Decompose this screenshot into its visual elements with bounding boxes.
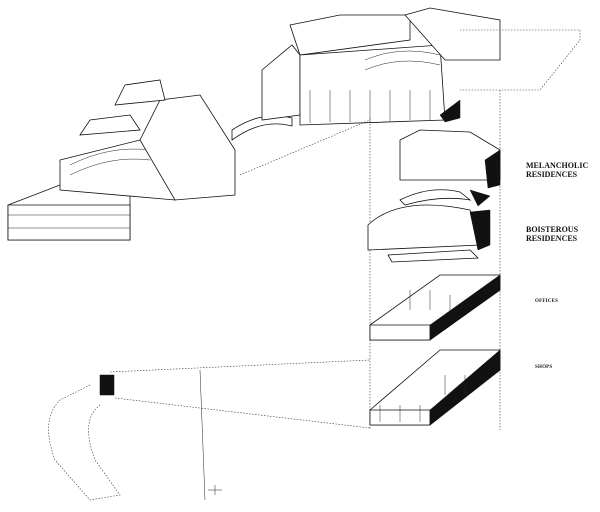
projection-outline xyxy=(109,29,581,501)
label-offices: OFFICES xyxy=(535,299,559,304)
central-building xyxy=(261,7,501,126)
layer-offices xyxy=(369,274,501,341)
label-melancholic-residences: MELANCHOLIC RESIDENCES xyxy=(526,161,589,179)
left-wing-building xyxy=(7,79,236,241)
layer-boisterous-residences xyxy=(367,204,491,263)
label-boisterous-residences: BOISTEROUS RESIDENCES xyxy=(526,225,579,243)
site-plan-curve xyxy=(48,374,222,501)
layer-shops xyxy=(369,349,501,426)
label-shops: SHOPS xyxy=(535,365,553,370)
layer-melancholic-residences xyxy=(399,129,501,207)
bridge xyxy=(231,115,293,141)
